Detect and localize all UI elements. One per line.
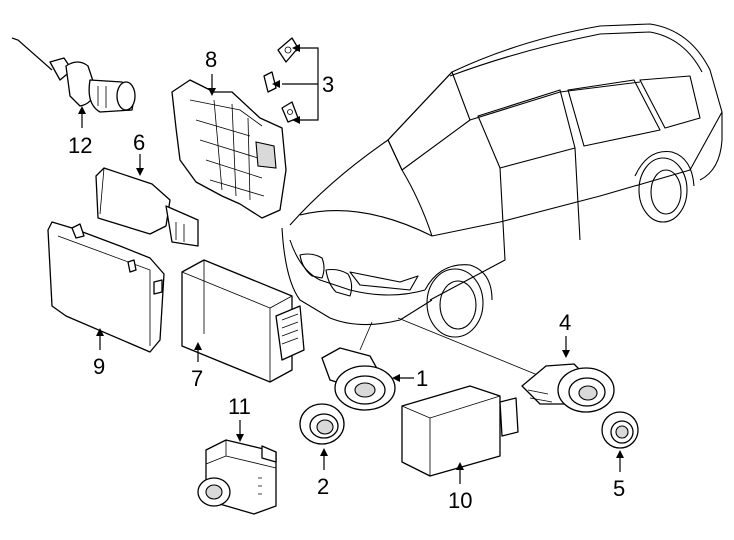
callout-5: 5 [613,476,625,501]
callout-4: 4 [559,310,571,335]
callout-3: 3 [322,72,334,97]
part-5-ring [601,411,639,449]
part-9-cover [47,221,165,353]
callout-10: 10 [448,488,472,513]
part-3-clips [263,37,319,123]
callout-11: 11 [228,394,251,419]
callout-12: 12 [68,133,92,158]
part-4-sensor [521,363,615,413]
part-12-harness [11,37,136,113]
callout-leaders [78,44,624,484]
callout-9: 9 [93,354,105,379]
callout-labels: 12 8 3 6 9 7 1 2 4 5 10 11 [68,47,625,513]
part-10-module [401,385,519,477]
car-illustration [281,23,723,377]
callout-8: 8 [205,47,217,72]
part-2-ring [299,403,345,445]
part-7-control-unit [181,259,305,383]
callout-1: 1 [416,366,428,391]
callout-2: 2 [317,474,329,499]
callout-7: 7 [191,366,203,391]
part-6-radar-module [95,167,199,247]
part-1-sensor [321,347,396,411]
part-8-bracket [171,79,287,219]
callout-6: 6 [133,130,145,155]
part-11-camera [197,439,277,515]
